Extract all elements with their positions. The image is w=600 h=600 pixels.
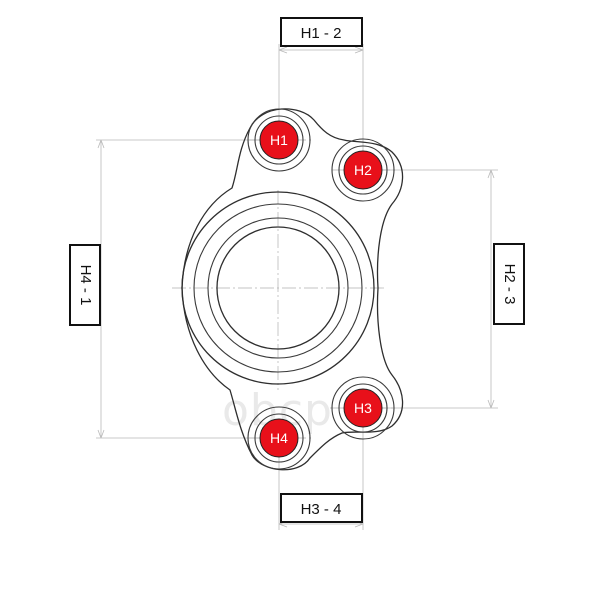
dimension-label-top: H1 - 2 xyxy=(280,17,363,47)
dimension-label-bottom: H3 - 4 xyxy=(280,493,363,523)
dimension-text-bottom: H3 - 4 xyxy=(301,501,342,518)
dimension-label-right: H2 - 3 xyxy=(493,243,525,325)
hole-h1: H1 xyxy=(247,108,311,172)
dimension-text-top: H1 - 2 xyxy=(301,25,342,42)
hole-label-h4: H4 xyxy=(270,430,288,446)
hole-h3: H3 xyxy=(331,376,395,440)
hole-label-h3: H3 xyxy=(354,400,372,416)
bolt-holes: H1 H2 H3 H4 xyxy=(247,108,395,470)
hole-label-h1: H1 xyxy=(270,132,288,148)
bore xyxy=(181,191,375,385)
dimension-text-right: H2 - 3 xyxy=(501,264,518,305)
hole-label-h2: H2 xyxy=(354,162,372,178)
dimension-label-left: H4 - 1 xyxy=(69,244,101,326)
hole-h4: H4 xyxy=(247,406,311,470)
dimension-lines xyxy=(96,44,498,530)
dimension-text-left: H4 - 1 xyxy=(77,265,94,306)
hole-h2: H2 xyxy=(331,138,395,202)
